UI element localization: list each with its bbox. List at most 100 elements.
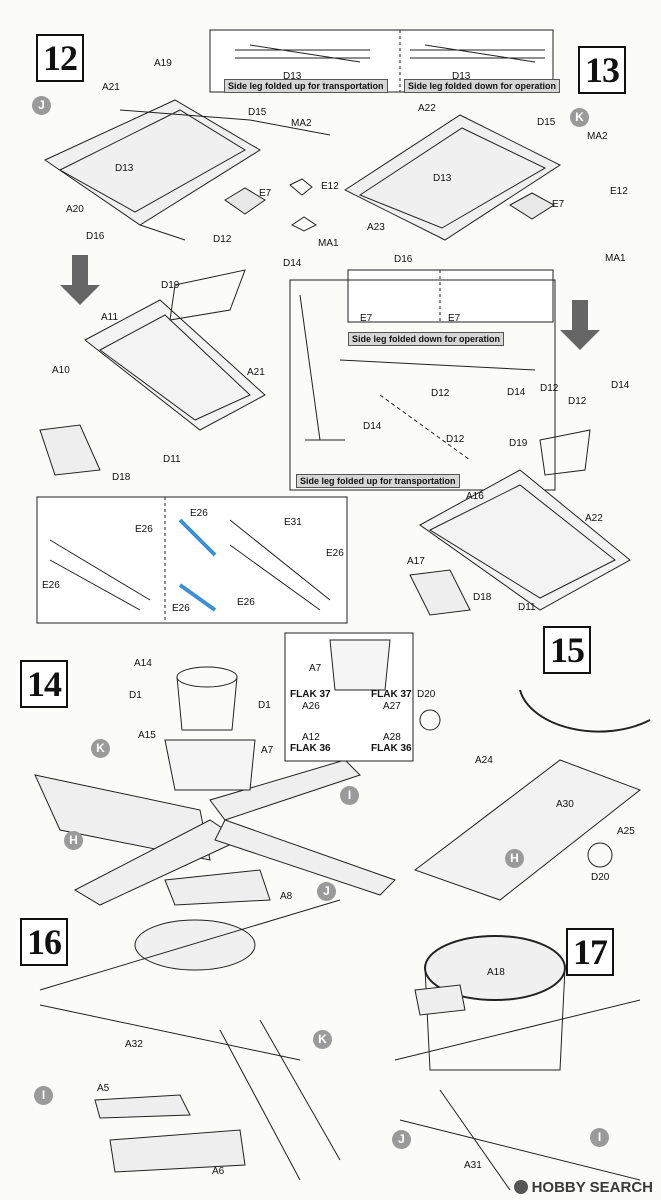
subassembly-marker: I [340, 786, 359, 805]
fold-note: Side leg folded up for transportation [296, 474, 460, 488]
fold-note: Side leg folded up for transportation [224, 79, 388, 93]
part-label: D14 [611, 380, 630, 391]
part-label: A24 [475, 755, 493, 766]
part-label: E12 [321, 181, 339, 192]
part-label: A8 [280, 891, 293, 902]
part-label: E26 [326, 548, 344, 559]
hobby-search-logo-icon [513, 1180, 528, 1194]
part-label: D13 [115, 163, 134, 174]
part-label: E7 [360, 313, 373, 324]
part-label: A7 [261, 745, 274, 756]
subassembly-marker: I [34, 1086, 53, 1105]
part-label: D12 [540, 383, 559, 394]
step-number: 15 [543, 626, 591, 674]
part-label: A21 [102, 82, 120, 93]
variant-label: FLAK 37 [371, 689, 412, 700]
step-number: 13 [578, 46, 626, 94]
part-label: A14 [134, 658, 152, 669]
part-label: A21 [247, 367, 265, 378]
step-number: 17 [566, 928, 614, 976]
part-label: D18 [473, 592, 492, 603]
part-label: E26 [190, 508, 208, 519]
part-label: D12 [568, 396, 587, 407]
part-label: D15 [248, 107, 267, 118]
watermark-text: HOBBY SEARCH [531, 1179, 653, 1196]
part-label: D12 [446, 434, 465, 445]
part-label: D20 [591, 872, 610, 883]
part-label: E26 [135, 524, 153, 535]
part-label: D19 [509, 438, 528, 449]
part-label: D13 [283, 71, 302, 82]
part-label: A17 [407, 556, 425, 567]
subassembly-marker: J [392, 1130, 411, 1149]
part-label: E31 [284, 517, 302, 528]
part-label: MA2 [291, 118, 312, 129]
part-label: A32 [125, 1039, 143, 1050]
step-number: 14 [20, 660, 68, 708]
part-label: A7 [309, 663, 322, 674]
part-label: D14 [507, 387, 526, 398]
part-label: D13 [433, 173, 452, 184]
part-label: D1 [258, 700, 271, 711]
fold-note: Side leg folded down for operation [348, 332, 504, 346]
part-label: A15 [138, 730, 156, 741]
part-label: E7 [552, 199, 565, 210]
fold-note: Side leg folded down for operation [404, 79, 560, 93]
part-label: E26 [237, 597, 255, 608]
part-label: E7 [259, 188, 272, 199]
subassembly-marker: H [505, 849, 524, 868]
part-label: A16 [466, 491, 484, 502]
part-label: A20 [66, 204, 84, 215]
part-label: D16 [86, 231, 105, 242]
variant-label: FLAK 36 [290, 743, 331, 754]
part-label: D14 [283, 258, 302, 269]
part-label: A10 [52, 365, 70, 376]
subassembly-marker: H [64, 831, 83, 850]
subassembly-marker: I [590, 1128, 609, 1147]
part-label: A22 [585, 513, 603, 524]
subassembly-marker: J [32, 96, 51, 115]
part-label: D15 [537, 117, 556, 128]
part-label: D13 [452, 71, 471, 82]
part-label: D20 [417, 689, 436, 700]
subassembly-marker: K [570, 108, 589, 127]
part-label: MA2 [587, 131, 608, 142]
part-label: A23 [367, 222, 385, 233]
step-number: 12 [36, 34, 84, 82]
step-number: 16 [20, 918, 68, 966]
part-label: MA1 [318, 238, 339, 249]
part-label: D18 [112, 472, 131, 483]
variant-label: FLAK 37 [290, 689, 331, 700]
part-label: A28 [383, 732, 401, 743]
part-label: A12 [302, 732, 320, 743]
part-label: D1 [129, 690, 142, 701]
part-label: A6 [212, 1166, 225, 1177]
part-label: D12 [431, 388, 450, 399]
part-label: A5 [97, 1083, 110, 1094]
part-label: A25 [617, 826, 635, 837]
part-label: E26 [42, 580, 60, 591]
part-label: D11 [518, 602, 536, 613]
subassembly-marker: J [317, 882, 336, 901]
part-label: E7 [448, 313, 461, 324]
part-label: E26 [172, 603, 190, 614]
part-label: A11 [101, 312, 119, 323]
part-label: A31 [464, 1160, 482, 1171]
part-label: D16 [394, 254, 413, 265]
part-label: D12 [213, 234, 232, 245]
part-label: A18 [487, 967, 505, 978]
part-label: A27 [383, 701, 401, 712]
subassembly-marker: K [91, 739, 110, 758]
part-label: D19 [161, 280, 180, 291]
part-label: E12 [610, 186, 628, 197]
part-label: A19 [154, 58, 172, 69]
subassembly-marker: K [313, 1030, 332, 1049]
part-label: A26 [302, 701, 320, 712]
watermark: HOBBY SEARCH [513, 1179, 653, 1196]
part-label: D14 [363, 421, 382, 432]
part-label: D11 [163, 454, 181, 465]
part-label: A22 [418, 103, 436, 114]
variant-label: FLAK 36 [371, 743, 412, 754]
